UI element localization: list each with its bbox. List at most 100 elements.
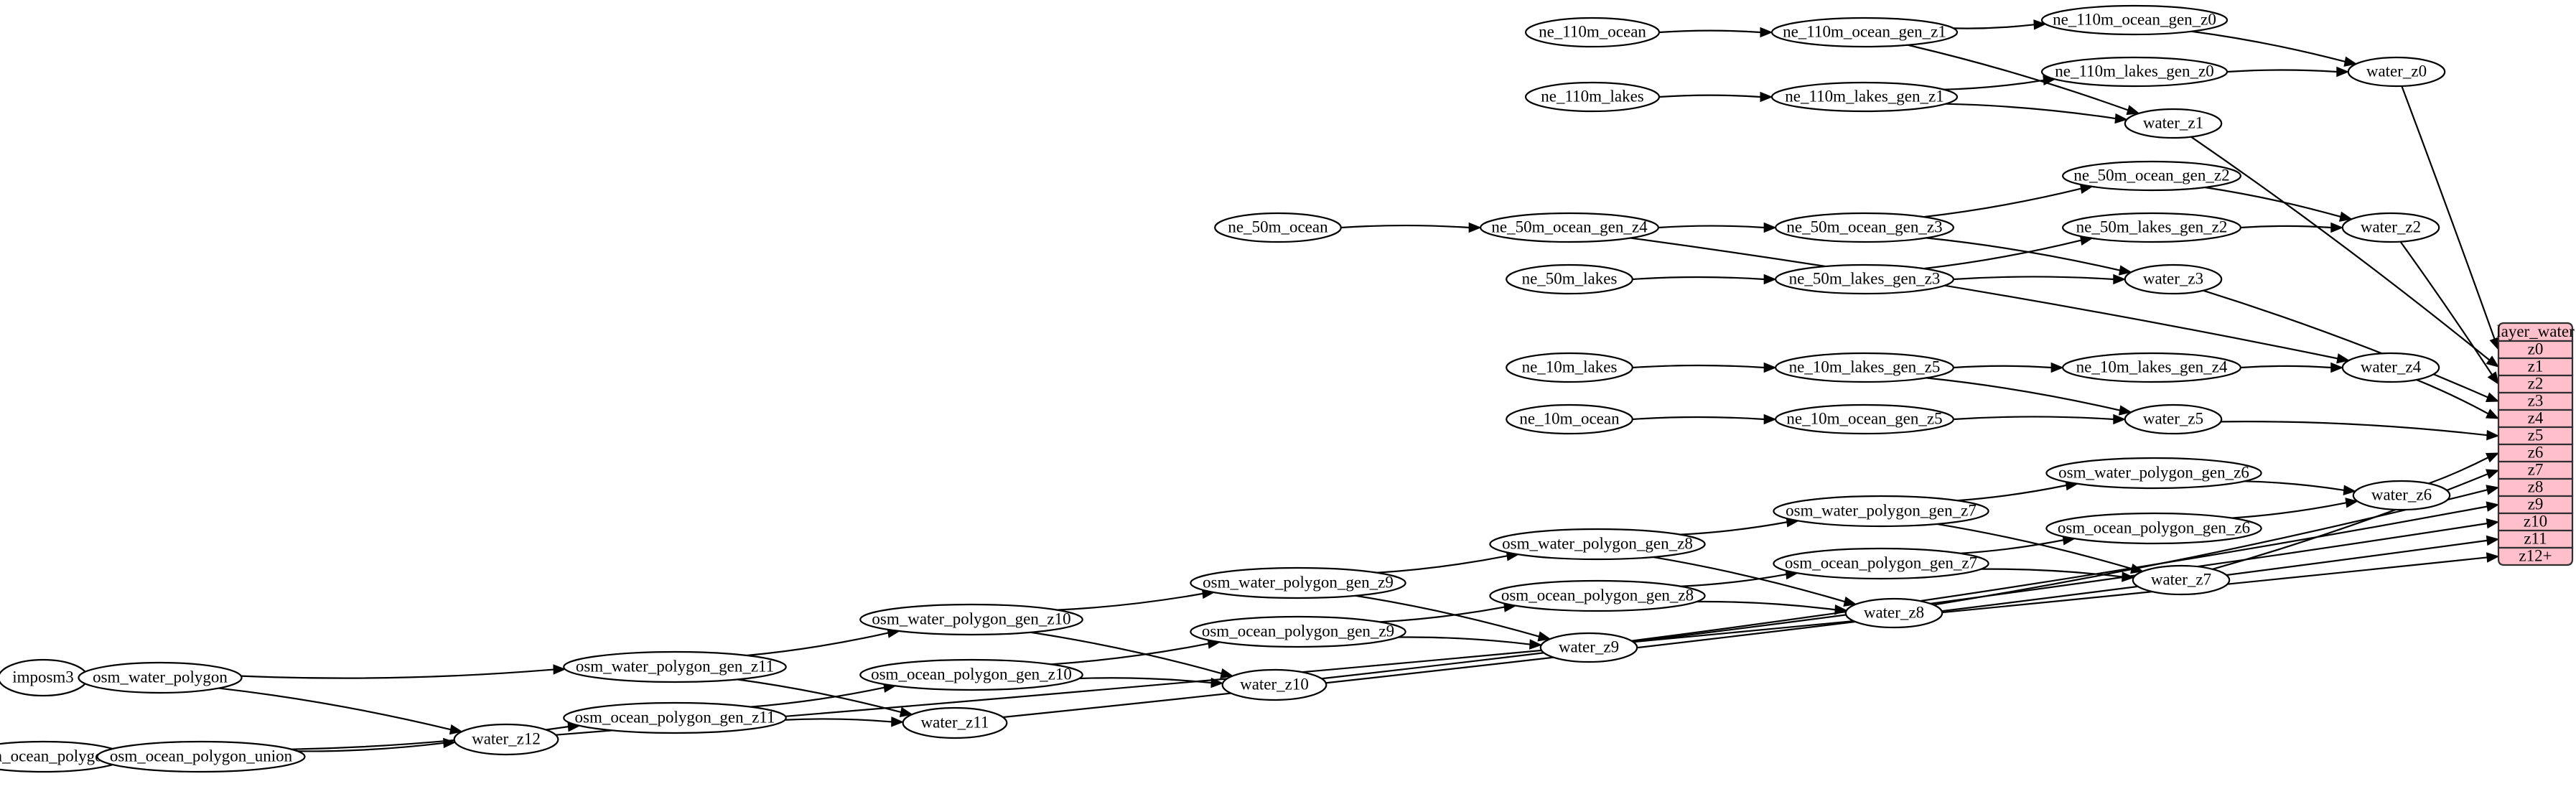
node-shape-ne_10m_lakes <box>1506 352 1633 383</box>
node-osm_water_polygon_gen_z6[interactable]: osm_water_polygon_gen_z6 <box>2045 457 2262 490</box>
node-osm_water_polygon_gen_z8[interactable]: osm_water_polygon_gen_z8 <box>1489 528 1706 561</box>
node-ne_50m_lakes_gen_z3[interactable]: ne_50m_lakes_gen_z3 <box>1775 263 1954 295</box>
edge-arrowhead-water_z4-to-layer_water-z4 <box>2485 408 2500 419</box>
record-row-z12+[interactable] <box>2497 546 2574 566</box>
node-ne_10m_lakes[interactable]: ne_10m_lakes <box>1506 352 1633 383</box>
node-shape-ne_110m_lakes_gen_z0 <box>2040 56 2229 88</box>
record-row-z1[interactable] <box>2497 357 2574 377</box>
node-osm_water_polygon_gen_z7[interactable]: osm_water_polygon_gen_z7 <box>1773 495 1989 528</box>
node-water_z10[interactable]: water_z10 <box>1221 668 1327 701</box>
node-shape-water_z3 <box>2124 263 2223 295</box>
node-water_z3[interactable]: water_z3 <box>2124 263 2223 295</box>
node-imposm3[interactable]: imposm3 <box>0 658 89 697</box>
edge-arrowhead-osm_water_polygon-to-water_z12 <box>449 724 463 735</box>
node-water_z4[interactable]: water_z4 <box>2341 352 2440 383</box>
edge-arrowhead-osm_ocean_polygon_gen_z6-to-water_z6 <box>2345 498 2358 508</box>
node-ne_110m_ocean[interactable]: ne_110m_ocean <box>1524 17 1661 48</box>
record-row-z2[interactable] <box>2497 374 2574 394</box>
node-osm_ocean_polygon_gen_z7[interactable]: osm_ocean_polygon_gen_z7 <box>1773 547 1989 580</box>
node-water_z6[interactable]: water_z6 <box>2352 480 2451 511</box>
node-ne_110m_lakes_gen_z0[interactable]: ne_110m_lakes_gen_z0 <box>2040 56 2229 88</box>
node-osm_water_polygon_gen_z10[interactable]: osm_water_polygon_gen_z10 <box>859 603 1083 636</box>
node-osm_water_polygon[interactable]: osm_water_polygon <box>78 661 243 694</box>
node-osm_water_polygon_gen_z11[interactable]: osm_water_polygon_gen_z11 <box>563 650 787 683</box>
node-ne_10m_ocean[interactable]: ne_10m_ocean <box>1506 403 1633 435</box>
edge-ne_10m_lakes_gen_z5-to-ne_10m_lakes_gen_z4 <box>1953 365 2052 369</box>
node-water_z8[interactable]: water_z8 <box>1844 597 1943 629</box>
node-water_z0[interactable]: water_z0 <box>2347 56 2446 88</box>
node-osm_water_polygon_gen_z9[interactable]: osm_water_polygon_gen_z9 <box>1190 566 1406 599</box>
node-water_z12[interactable]: water_z12 <box>453 723 559 756</box>
node-ne_10m_ocean_gen_z5[interactable]: ne_10m_ocean_gen_z5 <box>1775 403 1954 435</box>
node-ne_50m_lakes[interactable]: ne_50m_lakes <box>1506 263 1633 295</box>
record-row-z8[interactable] <box>2497 477 2574 498</box>
node-ne_110m_ocean_gen_z1[interactable]: ne_110m_ocean_gen_z1 <box>1770 17 1959 48</box>
node-ne_50m_ocean_gen_z2[interactable]: ne_50m_ocean_gen_z2 <box>2062 160 2241 192</box>
edge-arrowhead-ne_10m_lakes_gen_z4-to-water_z4 <box>2330 362 2344 373</box>
edge-ne_110m_lakes_gen_z1-to-ne_110m_lakes_gen_z0 <box>1943 79 2044 90</box>
record-row-z9[interactable] <box>2497 495 2574 515</box>
edge-ne_110m_lakes-to-ne_110m_lakes_gen_z1 <box>1658 94 1761 98</box>
edge-arrowhead-ne_50m_lakes-to-ne_50m_lakes_gen_z3 <box>1763 274 1777 285</box>
node-ne_50m_lakes_gen_z2[interactable]: ne_50m_lakes_gen_z2 <box>2062 212 2241 243</box>
record-row-z7[interactable] <box>2497 460 2574 480</box>
node-shape-water_z12 <box>453 723 559 756</box>
edge-ne_10m_ocean_gen_z5-to-water_z5 <box>1953 416 2114 421</box>
edge-arrowhead-ne_50m_lakes_gen_z3-to-water_z3 <box>2113 274 2127 285</box>
node-ne_50m_ocean[interactable]: ne_50m_ocean <box>1214 212 1342 243</box>
record-row-z6[interactable] <box>2497 443 2574 463</box>
edge-osm_water_polygon_gen_z11-to-water_z11 <box>737 678 902 714</box>
node-osm_ocean_polygon_gen_z6[interactable]: osm_ocean_polygon_gen_z6 <box>2045 512 2262 545</box>
record-row-z11[interactable] <box>2497 529 2574 549</box>
edge-ne_50m_lakes_gen_z3-to-ne_50m_lakes_gen_z2 <box>1923 239 2081 270</box>
node-shape-ne_50m_ocean_gen_z2 <box>2062 160 2241 192</box>
node-shape-ne_110m_lakes <box>1524 81 1661 113</box>
node-osm_ocean_polygon_gen_z8[interactable]: osm_ocean_polygon_gen_z8 <box>1489 579 1706 612</box>
node-osm_ocean_polygon_gen_z11[interactable]: osm_ocean_polygon_gen_z11 <box>563 701 787 734</box>
record-row-z0[interactable] <box>2497 340 2574 360</box>
record-node-layer-water[interactable]: layer_waterz0z1z2z3z4z5z6z7z8z9z10z11z12… <box>2496 322 2575 566</box>
edge-arrowhead-osm_water_polygon_gen_z6-to-water_z6 <box>2343 485 2356 495</box>
node-shape-osm_ocean_polygon_gen_z11 <box>563 701 787 734</box>
node-osm_ocean_polygon_gen_z9[interactable]: osm_ocean_polygon_gen_z9 <box>1190 615 1406 648</box>
edge-osm_water_polygon_gen_z7-to-osm_water_polygon_gen_z6 <box>1957 484 2067 502</box>
record-row-z3[interactable] <box>2497 391 2574 411</box>
edge-arrowhead-ne_110m_ocean_gen_z0-to-water_z0 <box>2343 56 2358 67</box>
edge-ne_50m_lakes_gen_z2-to-water_z2 <box>2240 225 2331 229</box>
edge-water_z5-to-layer_water-z5 <box>2221 421 2488 436</box>
node-water_z7[interactable]: water_z7 <box>2132 564 2231 596</box>
record-row-z4[interactable] <box>2497 408 2574 429</box>
record-row-z5[interactable] <box>2497 426 2574 446</box>
edge-osm_water_polygon_gen_z9-to-water_z9 <box>1355 594 1539 638</box>
edge-arrowhead-ne_110m_ocean_gen_z1-to-water_z1 <box>2126 105 2140 116</box>
node-water_z1[interactable]: water_z1 <box>2124 108 2223 139</box>
node-osm_ocean_polygon_gen_z10[interactable]: osm_ocean_polygon_gen_z10 <box>859 658 1083 691</box>
node-shape-ne_110m_ocean_gen_z0 <box>2040 4 2229 36</box>
record-row-z10[interactable] <box>2497 512 2574 532</box>
edge-osm_water_polygon_gen_z11-to-osm_water_polygon_gen_z10 <box>747 632 889 657</box>
node-water_z5[interactable]: water_z5 <box>2124 403 2223 435</box>
node-ne_10m_lakes_gen_z5[interactable]: ne_10m_lakes_gen_z5 <box>1775 352 1954 383</box>
node-ne_50m_ocean_gen_z4[interactable]: ne_50m_ocean_gen_z4 <box>1480 212 1659 243</box>
node-ne_110m_lakes[interactable]: ne_110m_lakes <box>1524 81 1661 113</box>
node-ne_50m_ocean_gen_z3[interactable]: ne_50m_ocean_gen_z3 <box>1775 212 1954 243</box>
edge-arrowhead-water_z6-to-layer_water-z6 <box>2485 452 2500 463</box>
edge-ne_50m_ocean_gen_z3-to-water_z3 <box>1926 237 2120 271</box>
edge-arrowhead-water_z1-to-layer_water-z1 <box>2486 355 2500 368</box>
node-ne_10m_lakes_gen_z4[interactable]: ne_10m_lakes_gen_z4 <box>2062 352 2241 383</box>
edge-osm_water_polygon-to-water_z12 <box>218 687 451 731</box>
node-osm_ocean_polygon_union[interactable]: osm_ocean_polygon_union <box>96 740 306 773</box>
node-shape-water_z4 <box>2341 352 2440 383</box>
node-water_z2[interactable]: water_z2 <box>2341 212 2440 243</box>
node-water_z9[interactable]: water_z9 <box>1539 632 1638 663</box>
node-ne_110m_lakes_gen_z1[interactable]: ne_110m_lakes_gen_z1 <box>1770 81 1959 113</box>
edge-ne_10m_lakes_gen_z4-to-water_z4 <box>2240 365 2331 369</box>
node-water_z11[interactable]: water_z11 <box>902 706 1008 739</box>
edge-water_z6-to-layer_water-z6 <box>2428 457 2488 485</box>
edge-water_z9-to-layer_water-z9 <box>1631 505 2488 642</box>
node-ne_110m_ocean_gen_z0[interactable]: ne_110m_ocean_gen_z0 <box>2040 4 2229 36</box>
edge-osm_ocean_polygon_gen_z9-to-water_z9 <box>1398 636 1531 645</box>
node-shape-ne_110m_lakes_gen_z1 <box>1770 81 1959 113</box>
node-shape-imposm3 <box>0 658 89 697</box>
